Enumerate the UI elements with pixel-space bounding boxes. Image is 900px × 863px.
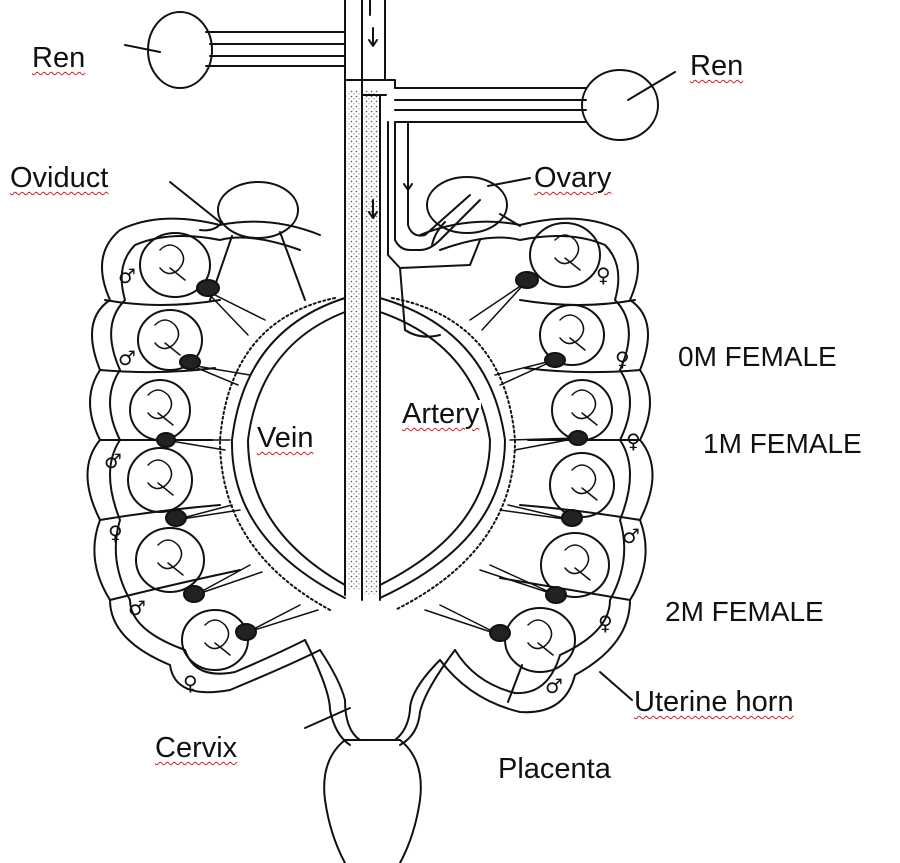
fetus-sex-right-1: ♀ xyxy=(615,347,630,371)
label-oviduct: Oviduct xyxy=(10,164,108,193)
right-kidney xyxy=(582,70,658,140)
fetus-sex-right-5: ♂ xyxy=(545,674,563,698)
label-ren-right: Ren xyxy=(690,52,743,81)
fetus-sex-right-2: ♀ xyxy=(626,429,641,453)
fetus-sex-left-1: ♂ xyxy=(118,346,136,370)
label-cervix: Cervix xyxy=(155,734,237,763)
fetus-sex-left-2: ♂ xyxy=(104,449,122,473)
label-ren-left: Ren xyxy=(32,44,85,73)
left-ovary xyxy=(218,182,298,238)
fetus-sex-right-3: ♂ xyxy=(622,524,640,548)
fetus-sex-left-3: ♀ xyxy=(108,521,123,545)
fetus-sex-right-0: ♀ xyxy=(596,263,611,287)
cervix xyxy=(305,640,455,863)
fetus-sex-left-5: ♀ xyxy=(183,671,198,695)
label-0m-female: 0M FEMALE xyxy=(678,343,837,371)
label-placenta: Placenta xyxy=(498,755,611,784)
label-vein: Vein xyxy=(255,424,315,453)
label-2m-female: 2M FEMALE xyxy=(665,598,824,626)
label-1m-female: 1M FEMALE xyxy=(703,430,862,458)
label-artery: Artery xyxy=(400,400,481,429)
left-kidney xyxy=(148,12,212,88)
label-uterine-horn: Uterine horn xyxy=(634,688,794,717)
fetus-sex-right-4: ♀ xyxy=(598,611,613,635)
renal-vessels xyxy=(206,32,586,122)
fetus-sex-left-4: ♂ xyxy=(128,596,146,620)
label-ovary: Ovary xyxy=(534,164,611,193)
fetus-sex-left-0: ♂ xyxy=(118,264,136,288)
